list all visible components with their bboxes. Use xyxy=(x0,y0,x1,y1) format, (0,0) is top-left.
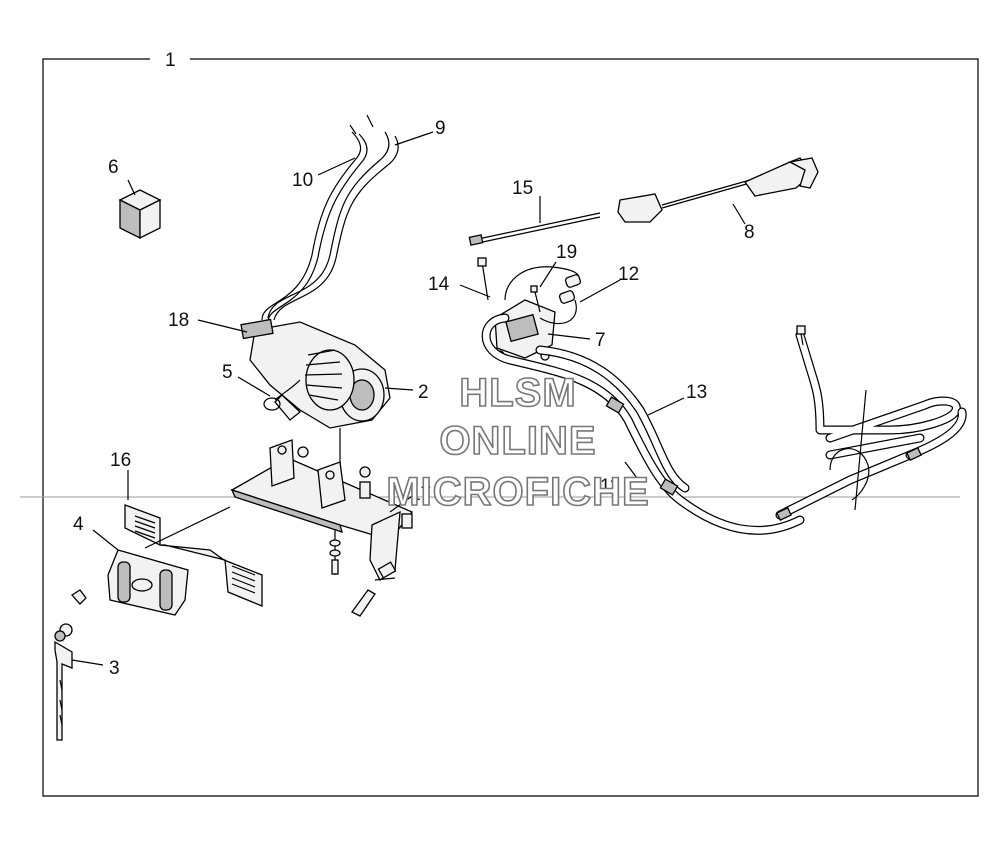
watermark-line-3: MICROFICHE xyxy=(386,470,649,514)
callout-18: 18 xyxy=(168,310,189,331)
fairlead-plate-part xyxy=(124,504,263,607)
callout-6: 6 xyxy=(108,157,119,178)
leader-lines xyxy=(71,131,746,666)
mounting-bracket-part xyxy=(230,439,414,617)
frame-rail-part xyxy=(775,325,967,522)
cube-block-part xyxy=(118,189,162,240)
callout-16: 16 xyxy=(110,450,131,471)
control-cable-part xyxy=(468,179,751,246)
callout-4: 4 xyxy=(73,514,84,535)
diagram-frame xyxy=(42,58,979,797)
callout-15: 15 xyxy=(512,178,533,199)
winch-motor-part xyxy=(240,318,391,429)
control-handle-part xyxy=(744,157,819,197)
callout-2: 2 xyxy=(418,382,429,403)
winch-wires-part xyxy=(261,114,399,323)
conduit-tube-part xyxy=(481,313,805,535)
watermark-line-1: HLSM xyxy=(459,371,576,415)
callout-1: 1 xyxy=(165,50,176,71)
plate-vent-left xyxy=(134,515,156,539)
callout-17: 17 xyxy=(410,484,431,505)
callout-5: 5 xyxy=(222,362,233,383)
callout-13: 13 xyxy=(686,382,707,403)
watermark-line-2: ONLINE xyxy=(439,419,596,463)
watermark: HLSM ONLINE MICROFICHE xyxy=(386,370,650,515)
roller-fairlead-part xyxy=(71,549,189,616)
callout-7: 7 xyxy=(595,330,606,351)
plate-vent-right xyxy=(231,565,256,594)
callout-11: 11 xyxy=(600,476,620,497)
callout-10: 10 xyxy=(292,170,313,191)
winch-rope-part xyxy=(263,379,301,411)
solenoid-part xyxy=(477,257,556,361)
callout-12: 12 xyxy=(618,264,639,285)
callout-14: 14 xyxy=(428,274,450,295)
callout-3: 3 xyxy=(109,658,120,679)
callout-19: 19 xyxy=(556,242,577,263)
hook-strap-part xyxy=(54,623,73,741)
solenoid-wires-part xyxy=(504,266,582,325)
callout-8: 8 xyxy=(744,222,755,243)
callout-9: 9 xyxy=(435,118,446,139)
callout-labels: 1 2 3 4 5 6 7 8 9 10 11 12 13 14 15 16 1… xyxy=(73,50,755,679)
